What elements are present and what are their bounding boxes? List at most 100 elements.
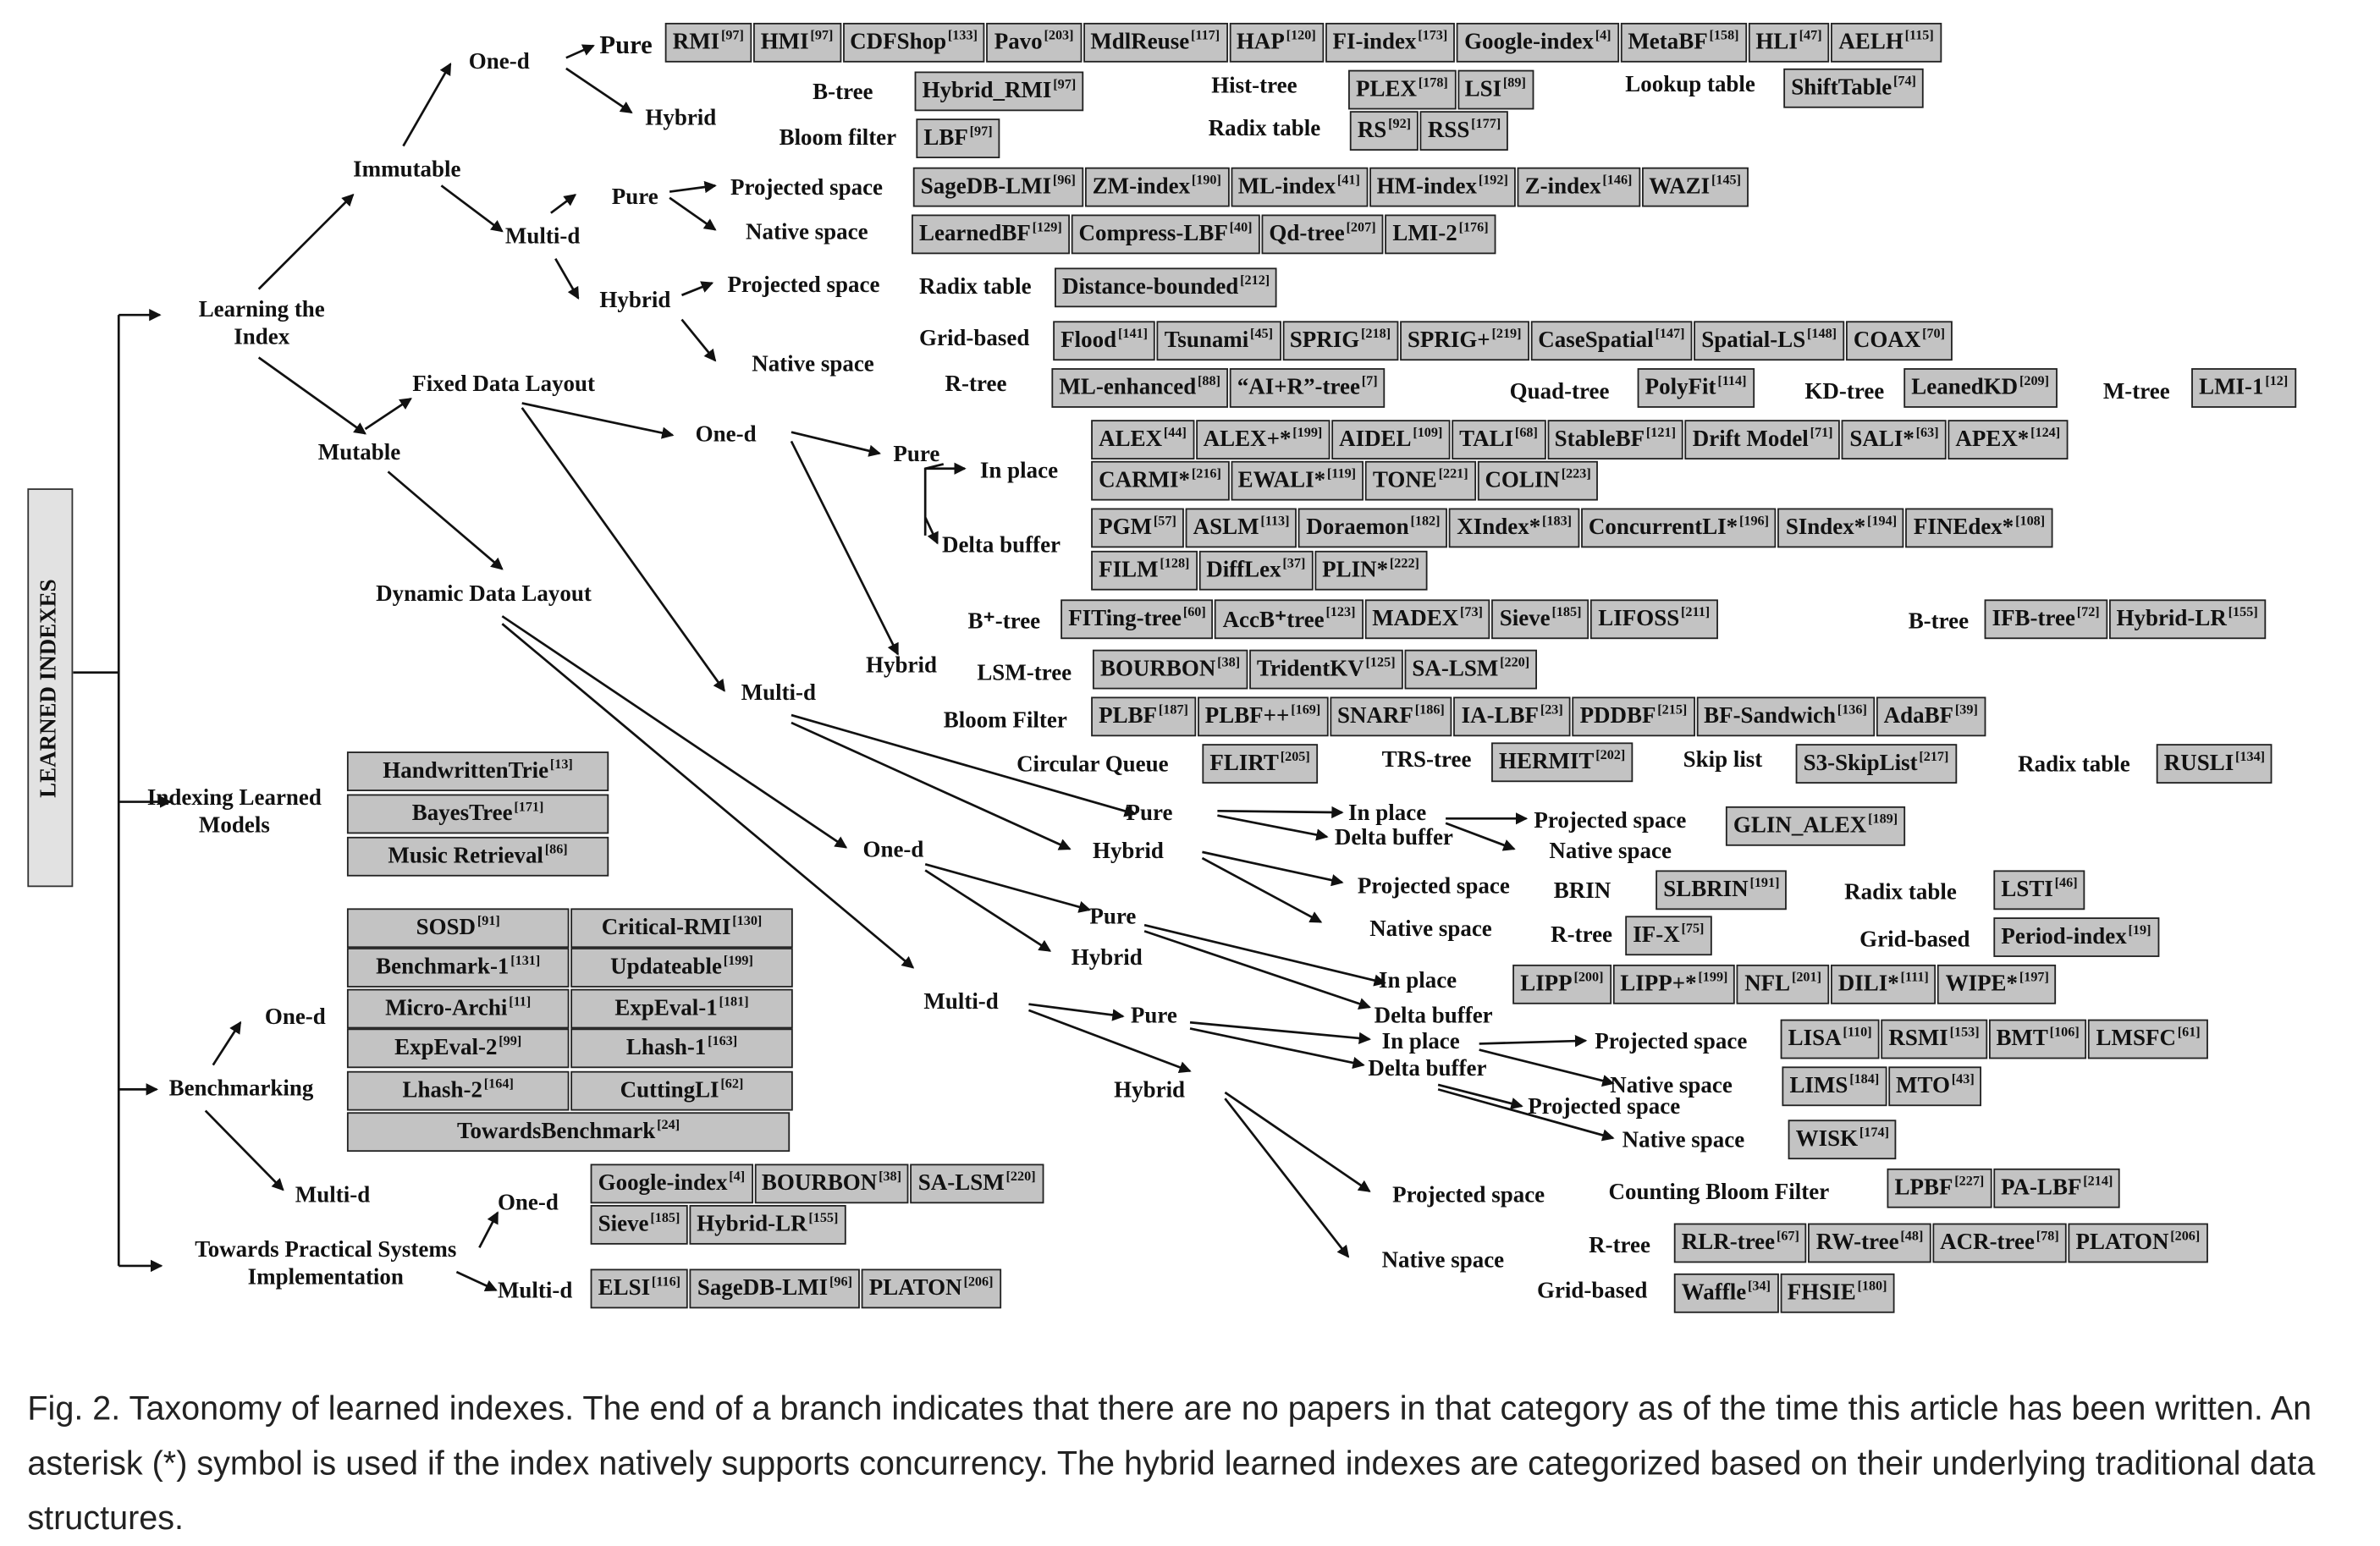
boxes-projected-dyn-md: LISA[110]RSMI[153]BMT[106]LMSFC[61]	[1780, 1019, 2210, 1059]
paper-box: ExpEval-1[181]	[570, 988, 793, 1029]
paper-name: Distance-bounded	[1062, 274, 1239, 300]
paper-ref: [216]	[1191, 465, 1221, 481]
paper-ref: [72]	[2076, 603, 2100, 619]
boxes-lookup-table: ShiftTable[74]	[1783, 68, 1925, 108]
paper-box: ACR-tree[78]	[1932, 1223, 2067, 1263]
paper-name: PLEX	[1356, 76, 1417, 102]
cat-rtree-md: R-tree	[945, 372, 1007, 398]
cat-radix-md: Radix table	[918, 275, 1032, 300]
paper-box: SageDB-LMI[96]	[689, 1268, 860, 1309]
paper-name: MADEX	[1372, 606, 1459, 631]
paper-box: LBF[97]	[916, 118, 1000, 158]
paper-box: Pavo[203]	[986, 22, 1082, 63]
paper-ref: [38]	[879, 1168, 902, 1184]
paper-name: LMI-2	[1392, 221, 1457, 246]
cat-grid-dd: Grid-based	[1859, 927, 1970, 953]
paper-ref: [124]	[2030, 424, 2061, 440]
paper-box: PLATON[206]	[861, 1268, 1001, 1309]
paper-name: AccB⁺tree	[1222, 608, 1325, 633]
paper-box: Google-index[4]	[590, 1164, 753, 1204]
paper-box: Hybrid-LR[155]	[689, 1205, 846, 1245]
cat-trs-tree: TRS-tree	[1381, 748, 1472, 773]
node-mutable: Mutable	[317, 441, 401, 466]
paper-name: HAP	[1236, 30, 1285, 54]
paper-name: StableBF	[1554, 426, 1645, 452]
paper-name: Flood	[1061, 327, 1117, 353]
paper-ref: [211]	[1681, 603, 1711, 619]
paper-ref: [219]	[1491, 325, 1522, 341]
cat-lookup-table: Lookup table	[1625, 73, 1755, 98]
boxes-kd-tree: LeanedKD[209]	[1903, 368, 2058, 408]
paper-ref: [189]	[1868, 811, 1898, 827]
boxes-bench-3: Micro-Archi[11]ExpEval-1[181]	[346, 988, 795, 1029]
node-fixed-multi-d: Multi-d	[741, 681, 817, 707]
paper-ref: [164]	[483, 1076, 514, 1092]
paper-box: IA-LBF[23]	[1453, 696, 1571, 737]
paper-ref: [191]	[1749, 874, 1780, 890]
node-proj-md: Projected space	[730, 176, 884, 201]
root-node: LEARNED INDEXES	[27, 488, 74, 888]
paper-box: Sieve[185]	[1491, 599, 1589, 640]
paper-ref: [4]	[1595, 27, 1611, 43]
cat-bplus-tree: B⁺-tree	[967, 609, 1041, 635]
paper-ref: [40]	[1229, 218, 1253, 234]
cat-grid-md: Grid-based	[918, 327, 1030, 352]
cat-circular-queue: Circular Queue	[1016, 753, 1169, 778]
paper-name: ConcurrentLI*	[1588, 514, 1738, 540]
paper-box: Lhash-2[164]	[346, 1070, 570, 1111]
node-fmd-proj: Projected space	[1534, 809, 1687, 834]
cat-m-tree: M-tree	[2102, 380, 2170, 405]
paper-ref: [217]	[1919, 748, 1949, 764]
paper-box: XIndex*[183]	[1449, 508, 1580, 548]
paper-ref: [43]	[1951, 1070, 1975, 1087]
paper-ref: [74]	[1892, 73, 1916, 89]
paper-name: Compress-LBF	[1078, 221, 1228, 246]
boxes-delta-1: PGM[57]ASLM[113]Doraemon[182]XIndex*[183…	[1091, 508, 2054, 548]
paper-box: WIPE*[197]	[1937, 964, 2057, 1004]
paper-name: PGM	[1099, 514, 1153, 540]
paper-box: Flood[141]	[1053, 321, 1156, 361]
node-dmh-native: Native space	[1381, 1249, 1505, 1274]
boxes-pure-1d: RMI[97]HMI[97]CDFShop[133]Pavo[203]MdlRe…	[664, 22, 1943, 63]
paper-ref: [203]	[1044, 27, 1074, 43]
paper-box: NFL[201]	[1737, 964, 1829, 1004]
paper-name: Qd-tree	[1269, 221, 1345, 246]
paper-name: AELH	[1838, 30, 1903, 54]
paper-box: COAX[70]	[1845, 321, 1953, 361]
paper-ref: [194]	[1867, 512, 1898, 528]
paper-ref: [91]	[477, 912, 500, 928]
paper-ref: [34]	[1748, 1278, 1771, 1294]
paper-name: Z-index	[1524, 173, 1601, 199]
paper-ref: [199]	[1698, 969, 1728, 985]
paper-box: HAP[120]	[1228, 22, 1324, 63]
paper-ref: [182]	[1410, 512, 1441, 528]
node-dd-hybrid: Hybrid	[1071, 946, 1143, 971]
paper-box: Music Retrieval[86]	[346, 836, 609, 877]
boxes-indexing-models-2: BayesTree[171]	[346, 794, 610, 834]
cat-hist-tree: Hist-tree	[1211, 74, 1297, 99]
paper-ref: [115]	[1904, 27, 1934, 43]
paper-name: COAX	[1853, 327, 1921, 353]
paper-box: ALEX[44]	[1091, 420, 1194, 459]
paper-ref: [134]	[2235, 748, 2266, 764]
paper-box: RMI[97]	[664, 22, 752, 63]
boxes-bench-4: ExpEval-2[99]Lhash-1[163]	[346, 1028, 795, 1069]
paper-ref: [133]	[947, 27, 978, 43]
paper-name: IA-LBF	[1461, 703, 1540, 729]
boxes-rtree-dyn-md: RLR-tree[67]RW-tree[48]ACR-tree[78]PLATO…	[1673, 1223, 2209, 1263]
paper-box: BayesTree[171]	[346, 794, 609, 834]
paper-box: TALI[68]	[1452, 420, 1545, 459]
paper-name: CuttingLI	[620, 1077, 719, 1103]
paper-ref: [92]	[1388, 115, 1412, 131]
paper-box: PLBF[187]	[1091, 696, 1196, 737]
boxes-radix-md: Distance-bounded[212]	[1055, 267, 1279, 308]
paper-ref: [183]	[1542, 512, 1573, 528]
node-dm-native2: Native space	[1622, 1129, 1745, 1153]
paper-name: WAZI	[1649, 173, 1711, 199]
paper-name: TridentKV	[1256, 656, 1364, 681]
paper-ref: [114]	[1717, 372, 1747, 388]
paper-box: Hybrid-LR[155]	[2108, 599, 2266, 640]
paper-box: Google-index[4]	[1457, 22, 1619, 63]
paper-ref: [206]	[963, 1273, 994, 1289]
paper-name: TowardsBenchmark	[457, 1119, 656, 1144]
